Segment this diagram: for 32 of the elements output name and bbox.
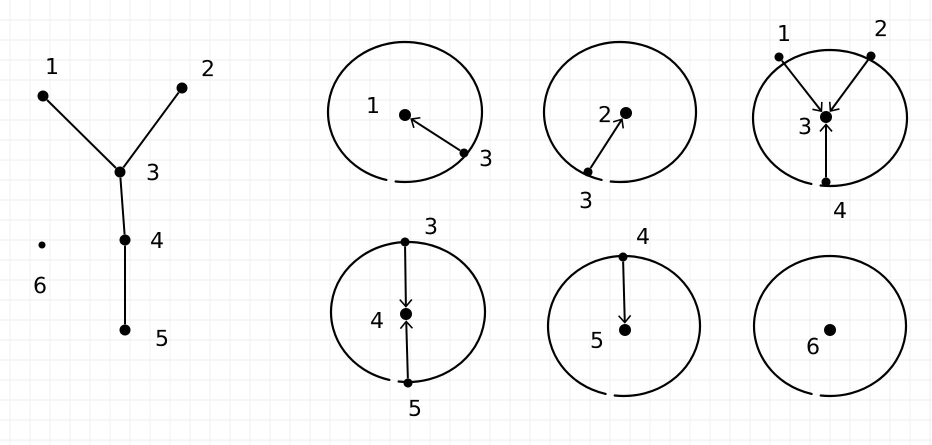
arrow — [399, 246, 412, 308]
ring — [330, 240, 486, 384]
arrow — [410, 116, 461, 152]
ring — [546, 254, 702, 398]
arrow — [828, 59, 870, 112]
dot-label: 5 — [156, 330, 168, 346]
dot-label: 3 — [800, 118, 810, 134]
dot-label: 4 — [151, 232, 163, 248]
dot-label: 6 — [808, 338, 819, 354]
ring — [542, 40, 698, 184]
dot-label: 6 — [34, 276, 46, 294]
arrow — [819, 123, 833, 178]
arrow — [400, 320, 414, 378]
arrow — [618, 262, 632, 324]
dot-label: 2 — [202, 60, 213, 76]
dot-label: 3 — [480, 150, 492, 166]
arrow — [781, 60, 823, 112]
dot-label: 2 — [876, 20, 886, 36]
dot-label: 3 — [148, 164, 158, 180]
dot-label: 5 — [592, 332, 602, 348]
ring — [752, 254, 908, 398]
dot-label: 5 — [410, 400, 420, 416]
dot-label: 4 — [834, 202, 846, 218]
dot-label: 4 — [371, 312, 383, 328]
dot-label: 1 — [47, 58, 57, 74]
dot-label: 3 — [580, 192, 592, 208]
dot-label: 1 — [368, 96, 378, 114]
dot-label: 3 — [426, 218, 436, 234]
arrow — [590, 118, 624, 169]
dot-label: 4 — [637, 228, 649, 244]
dot-label: 1 — [779, 24, 789, 42]
dot-label: 2 — [600, 106, 610, 122]
